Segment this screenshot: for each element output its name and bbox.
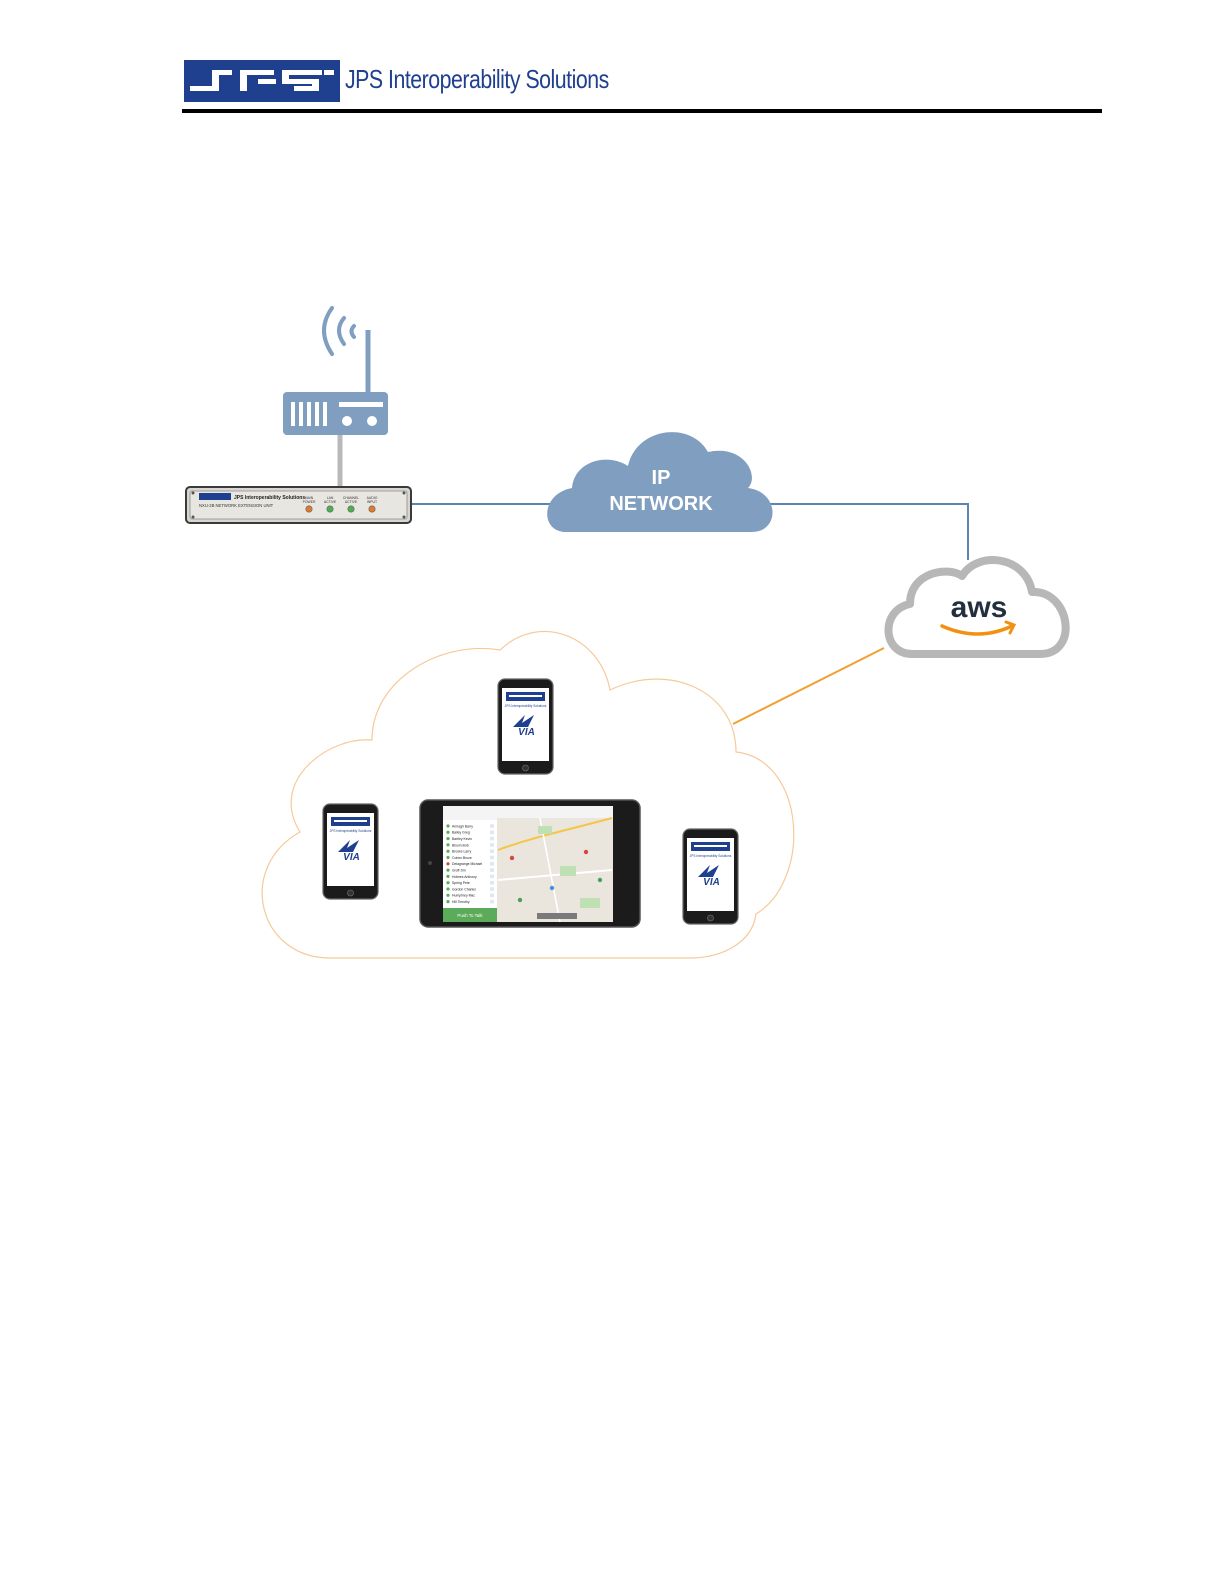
indicator-light	[347, 505, 355, 513]
indicator-label: CHANNEL	[343, 496, 359, 500]
indicator-label: LAN	[327, 496, 334, 500]
ip-network-line1: IP	[652, 467, 671, 489]
ip-network-cloud: IP NETWORK	[547, 432, 773, 532]
indicator-light	[368, 505, 376, 513]
indicator-label: POWER	[303, 500, 316, 504]
aws-label: aws	[951, 591, 1008, 624]
contact-name: Bartley Kevin	[452, 837, 472, 841]
connection-line-ip-to-aws	[770, 503, 969, 560]
contact-list-item[interactable]: Delagrange Michael	[446, 862, 494, 866]
via-logo-icon	[338, 840, 359, 852]
phone-brand: JPS Interoperability Solutions	[505, 704, 547, 708]
devices-cloud	[261, 630, 795, 959]
push-to-talk-button[interactable]	[443, 908, 497, 922]
contact-list-item[interactable]: Brooks Larry	[446, 849, 494, 854]
contact-list-item[interactable]: Groff Jim	[446, 868, 494, 873]
via-logo-icon	[698, 865, 719, 877]
via-app-name: VIA	[703, 877, 720, 888]
contact-list-item[interactable]: Cohen Bruce	[446, 855, 494, 860]
contact-list-item[interactable]: Bailey Greg	[446, 830, 494, 835]
radio-icon	[283, 306, 388, 488]
contact-list-item[interactable]: Humphrey Mac	[446, 893, 494, 898]
contact-name: Cohen Bruce	[452, 856, 472, 860]
contact-name: Armagh Barry	[452, 824, 473, 828]
contact-name: Brooks Larry	[452, 850, 472, 854]
nxu-brand: JPS Interoperability Solutions	[234, 495, 305, 501]
contact-name: Holmes Anthony	[452, 875, 477, 879]
contact-list-item[interactable]: Holmes Anthony	[446, 874, 494, 879]
nxu-logo-icon	[199, 493, 231, 500]
contact-name: Hill Timothy	[452, 900, 470, 904]
aws-smile-icon	[940, 624, 1014, 636]
network-extension-unit: JPS Interoperability Solutions NXU-2B NE…	[185, 486, 412, 524]
company-name: JPS Interoperability Solutions	[345, 64, 609, 94]
indicator-light	[305, 505, 313, 513]
contact-name: Gordon Charles	[452, 887, 476, 891]
connection-line-aws-to-devices	[732, 647, 885, 725]
via-logo-icon	[513, 715, 534, 727]
contact-name: Bailey Greg	[452, 831, 470, 835]
contact-list-item[interactable]: Hill Timothy	[446, 899, 494, 904]
jps-logo-icon	[184, 60, 340, 102]
contact-list-item[interactable]: Armagh Barry	[446, 824, 494, 828]
header-divider	[182, 109, 1102, 113]
via-app-name: VIA	[518, 727, 535, 738]
phone-brand: JPS Interoperability Solutions	[690, 854, 732, 858]
contact-list-item[interactable]: Bartley Kevin	[446, 836, 494, 841]
contact-name: Delagrange Michael	[452, 862, 482, 866]
contact-list-item[interactable]: Spring Pete	[446, 880, 494, 885]
indicator-label: ACTIVE	[345, 500, 358, 504]
contact-name: Humphrey Mac	[452, 894, 475, 898]
indicator-label: AUDIO	[367, 496, 378, 500]
push-to-talk-label: Push To Talk	[457, 913, 483, 918]
contact-list-item[interactable]: Gordon Charles	[446, 887, 494, 891]
nxu-model: NXU-2B NETWORK EXTENSION UNIT	[199, 503, 274, 508]
contact-name: Groff Jim	[452, 869, 466, 873]
indicator-label: INPUT	[367, 500, 377, 504]
ip-network-line2: NETWORK	[609, 493, 713, 515]
phone-brand: JPS Interoperability Solutions	[330, 829, 372, 833]
indicator-label: MAIN	[305, 496, 314, 500]
contact-list-item[interactable]: Bloom Bob	[446, 843, 494, 847]
indicator-label: ACTIVE	[324, 500, 337, 504]
contact-name: Bloom Bob	[452, 843, 469, 847]
via-app-name: VIA	[343, 852, 360, 863]
aws-cloud-icon: aws	[884, 556, 1070, 658]
contact-name: Spring Pete	[452, 881, 470, 885]
indicator-light	[326, 505, 334, 513]
